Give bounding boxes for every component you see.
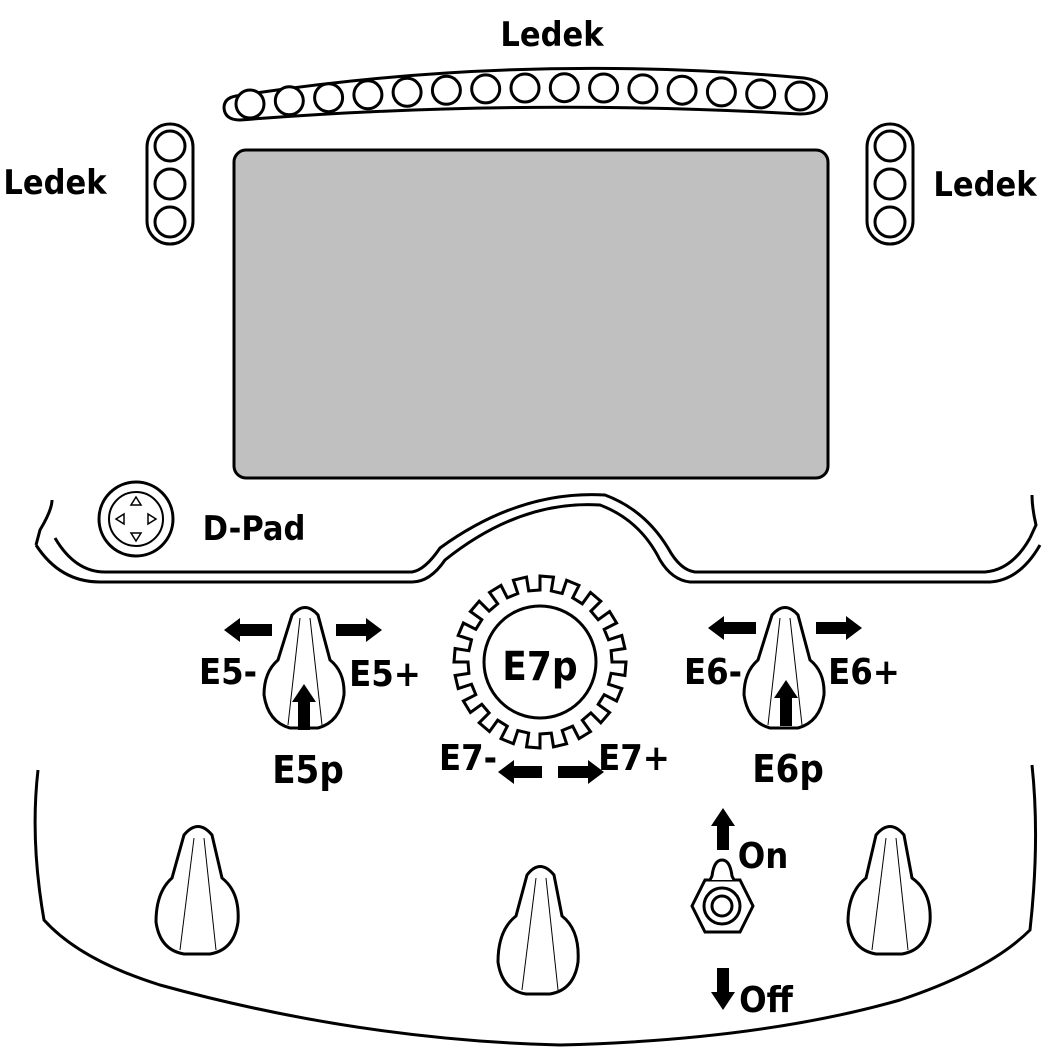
top-led	[234, 88, 266, 120]
right-led	[873, 205, 907, 239]
top-led	[784, 80, 816, 112]
e7-minus-label: E7-	[439, 738, 497, 779]
left-led	[153, 129, 187, 163]
left-led-strip	[145, 122, 195, 246]
switch-on-arrow-icon	[711, 808, 735, 850]
top-led	[313, 82, 345, 114]
top-led	[352, 79, 384, 111]
display-screen	[232, 148, 830, 480]
top-led	[430, 74, 462, 106]
e6-minus-label: E6-	[684, 652, 742, 693]
led-top-label: Ledek	[500, 15, 604, 55]
led-left-label: Ledek	[3, 163, 107, 203]
top-led	[627, 73, 659, 105]
left-led	[153, 167, 187, 201]
right-led	[873, 129, 907, 163]
bottom-left-knob[interactable]	[154, 825, 240, 956]
e5-encoder[interactable]	[262, 606, 346, 730]
e7-press-label: E7p	[502, 644, 577, 690]
top-led	[470, 73, 502, 105]
e6-encoder[interactable]	[742, 606, 826, 730]
e5-minus-arrow-icon	[224, 618, 272, 642]
top-led-bar	[222, 66, 829, 122]
e6-plus-label: E6+	[828, 652, 900, 693]
bottom-right-knob[interactable]	[846, 825, 932, 956]
switch-off-label: Off	[739, 980, 794, 1021]
switch-off-arrow-icon	[711, 968, 735, 1010]
top-led	[509, 72, 541, 104]
e5-minus-label: E5-	[199, 652, 257, 693]
e5-plus-label: E5+	[349, 654, 421, 695]
right-led	[873, 167, 907, 201]
top-led	[705, 76, 737, 108]
top-led	[273, 85, 305, 117]
e7-minus-arrow-icon	[498, 760, 542, 784]
top-led	[666, 74, 698, 106]
e6-plus-arrow-icon	[816, 616, 862, 640]
e6-press-arrow-icon	[774, 680, 798, 726]
top-led	[745, 78, 777, 110]
bottom-center-knob[interactable]	[496, 865, 580, 996]
top-led	[391, 76, 423, 108]
dpad-down-icon[interactable]	[129, 532, 143, 543]
left-led	[153, 205, 187, 239]
e7-plus-label: E7+	[598, 738, 670, 779]
e7-rotary-encoder[interactable]	[452, 574, 628, 750]
dpad-left-icon[interactable]	[114, 512, 125, 526]
e6-press-label: E6p	[752, 747, 824, 791]
toggle-switch[interactable]	[690, 858, 755, 934]
right-led-strip	[865, 122, 915, 246]
e5-press-arrow-icon	[292, 684, 316, 730]
led-right-label: Ledek	[933, 165, 1037, 205]
dpad-up-icon[interactable]	[129, 495, 143, 506]
dpad-label: D-Pad	[203, 509, 306, 549]
switch-on-label: On	[738, 836, 789, 877]
e5-press-label: E5p	[272, 748, 344, 792]
dpad-right-icon[interactable]	[147, 512, 158, 526]
wheel-body-outline	[33, 493, 1042, 1047]
e7-plus-arrow-icon	[558, 760, 604, 784]
dpad[interactable]	[97, 480, 175, 558]
e5-plus-arrow-icon	[336, 618, 382, 642]
top-led	[548, 72, 580, 104]
top-led	[588, 72, 620, 104]
e6-minus-arrow-icon	[708, 616, 756, 640]
